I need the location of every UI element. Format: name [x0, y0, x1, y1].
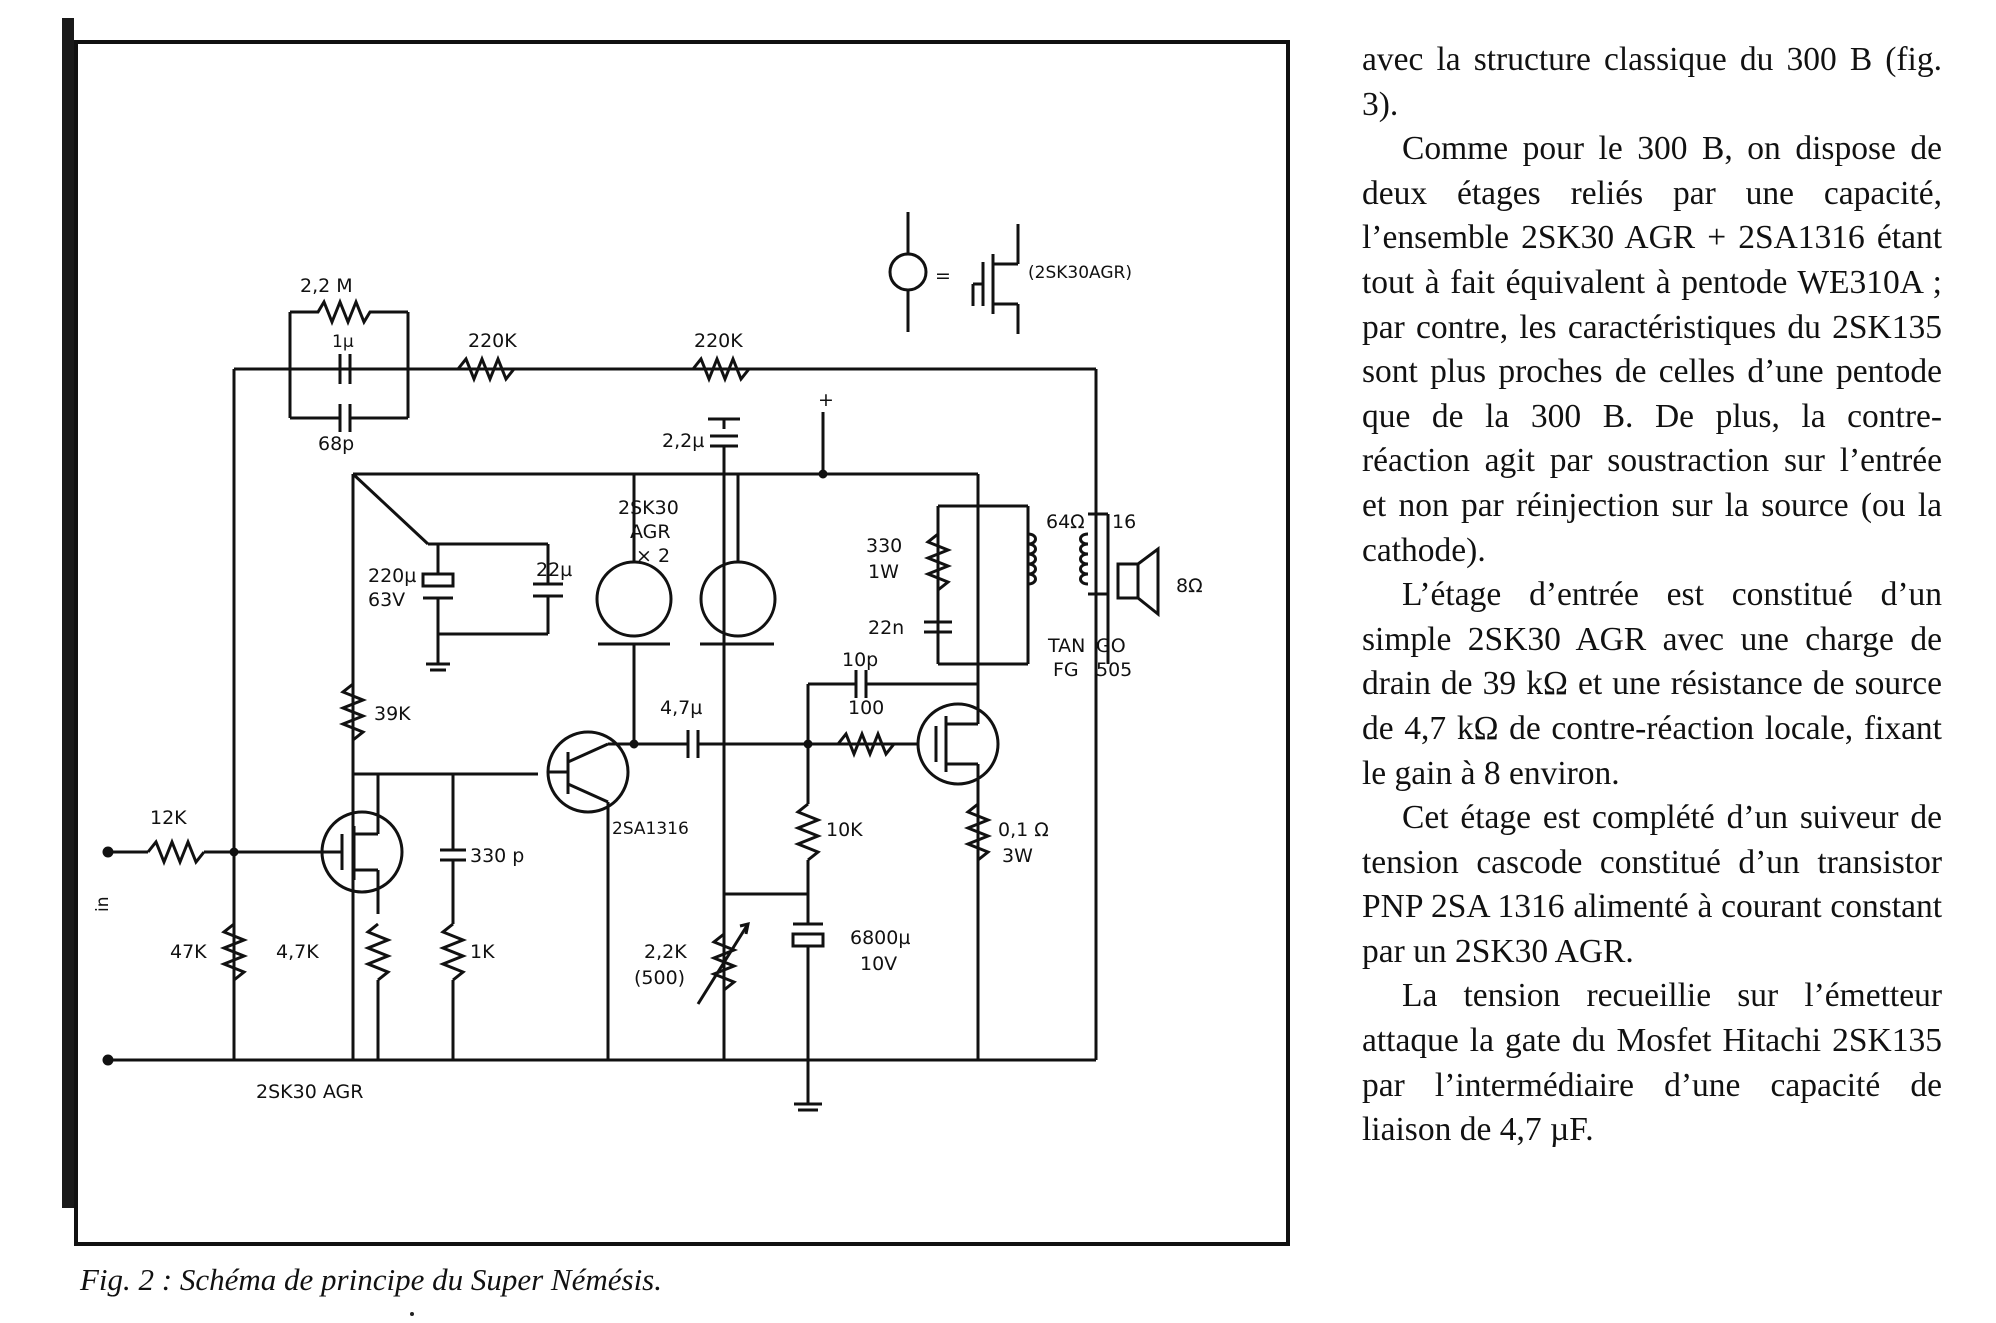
label-fg-1: FG: [1053, 659, 1079, 681]
label-q-2sa1316: 2SA1316: [612, 819, 689, 839]
paragraph: La tension recueillie sur l’émetteur att…: [1362, 977, 1942, 1149]
label-r-2-2M: 2,2 M: [300, 275, 353, 297]
label-r-220K-b: 220K: [694, 330, 743, 352]
label-speaker: 8Ω: [1176, 575, 1203, 597]
label-c-220u: 220µ: [368, 565, 416, 587]
label-q-2sk30-3: × 2: [636, 545, 670, 567]
label-l-16: 16: [1112, 511, 1136, 533]
label-c-6800u: 6800µ: [850, 927, 910, 949]
print-speck: [410, 1312, 414, 1316]
label-r-39K: 39K: [374, 703, 411, 725]
paragraph: Cet étage est complété d’un suiveur de t…: [1362, 799, 1942, 970]
paragraph: L’étage d’entrée est constitué d’un simp…: [1362, 576, 1942, 792]
label-c-22n: 22n: [868, 617, 904, 639]
label-tango-1: TAN: [1047, 635, 1085, 657]
label-c-10p: 10p: [842, 649, 878, 671]
circuit-schematic: = (2SK30AGR) 2,2 M 1µ 220K 220K 68p 2,2µ…: [93, 212, 1203, 1112]
label-c-10v: 10V: [860, 953, 897, 975]
label-plus: +: [818, 389, 834, 411]
label-r-10K: 10K: [826, 819, 863, 841]
label-q-2sk30-1: 2SK30: [618, 497, 679, 519]
label-c-1u: 1µ: [332, 332, 354, 352]
article-column: avec la structure classique du 300 B (fi…: [1362, 38, 1942, 1153]
label-r-1K: 1K: [470, 941, 495, 963]
label-c-68p: 68p: [318, 433, 354, 455]
label-r-0-1: 0,1 Ω: [998, 819, 1049, 841]
label-r-4-7K: 4,7K: [276, 941, 319, 963]
page-margin-bar: [62, 18, 74, 1208]
figure-frame: = (2SK30AGR) 2,2 M 1µ 220K 220K 68p 2,2µ…: [74, 40, 1290, 1246]
label-r-3w: 3W: [1002, 845, 1033, 867]
label-input: in: [93, 897, 113, 913]
label-r-220K-a: 220K: [468, 330, 517, 352]
label-p-2-2K: 2,2K: [644, 941, 687, 963]
label-c-330p: 330 p: [470, 845, 524, 867]
label-r-1w: 1W: [868, 561, 899, 583]
legend-equals: =: [935, 265, 951, 287]
figure-caption: Fig. 2 : Schéma de principe du Super Ném…: [80, 1262, 662, 1297]
label-q-2sk30-bottom: 2SK30 AGR: [256, 1081, 363, 1103]
label-p-500: (500): [634, 967, 685, 989]
label-q-2sk30-2: AGR: [630, 521, 671, 543]
label-fg-2: 505: [1096, 659, 1132, 681]
label-r-12K: 12K: [150, 807, 187, 829]
label-l-64: 64Ω: [1046, 511, 1085, 533]
label-c-2-2u: 2,2µ: [662, 430, 704, 452]
label-r-47K: 47K: [170, 941, 207, 963]
label-c-22u: 22µ: [536, 559, 572, 581]
label-tango-2: GO: [1096, 635, 1126, 657]
paragraph: Comme pour le 300 B, on dispose de deux …: [1362, 130, 1942, 569]
label-r-330: 330: [866, 535, 902, 557]
paragraph: avec la structure classique du 300 B (fi…: [1362, 41, 1942, 123]
label-r-100: 100: [848, 697, 884, 719]
label-c-63v: 63V: [368, 589, 405, 611]
label-c-4-7u: 4,7µ: [660, 697, 702, 719]
legend-part-label: (2SK30AGR): [1028, 263, 1132, 283]
